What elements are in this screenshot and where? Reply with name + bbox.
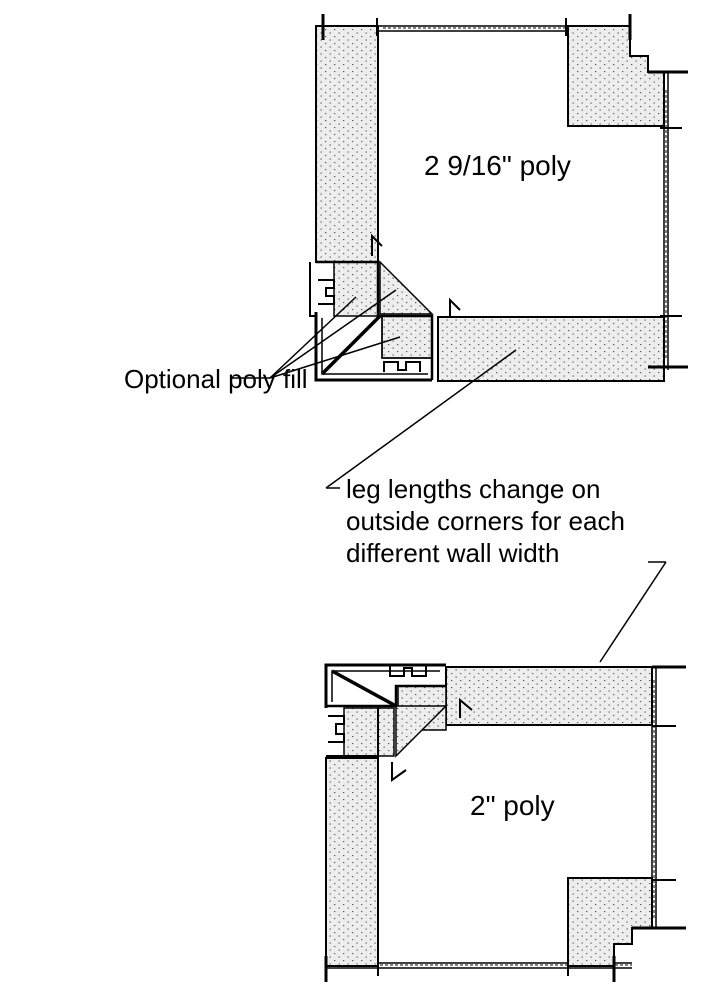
poly-fill-leader-1 — [269, 296, 357, 379]
note-line-3: different wall width — [346, 538, 559, 568]
top-right-foam-block — [567, 25, 665, 127]
right-flag-arrow — [449, 297, 461, 318]
bottom-extrusion-web — [326, 684, 446, 708]
note-line-1: leg lengths change on — [346, 474, 600, 504]
bottom-extrusion-web-lower — [326, 706, 379, 757]
upper-flag-arrow — [371, 233, 383, 256]
top-panel-label: 2 9/16" poly — [424, 150, 571, 181]
bottom-poly-fill-triangle — [395, 705, 448, 758]
poly-fill-lower — [381, 315, 433, 359]
corner-diagonal-brace — [320, 314, 382, 376]
bottom-clip-hook — [383, 361, 421, 372]
extrusion-pocket — [381, 316, 432, 359]
top-left-foam-panel — [315, 25, 379, 263]
bottom-right-flag-arrow — [459, 697, 473, 718]
bottom-diagonal-brace — [331, 669, 397, 708]
bottom-lower-flag-arrow — [391, 762, 407, 782]
note-leader-top — [325, 349, 517, 489]
note-leader-bottom — [599, 561, 667, 663]
bottom-poly-fill-left — [343, 707, 395, 757]
extrusion-web — [316, 260, 434, 380]
poly-fill-triangle — [379, 260, 434, 315]
left-clip-hook — [318, 279, 335, 305]
bottom-top-clip-hook — [389, 666, 427, 677]
note-leaders — [325, 349, 667, 663]
note-line-2: outside corners for each — [346, 506, 625, 536]
poly-fill-leader-2 — [269, 289, 397, 379]
poly-fill-leader-3 — [269, 336, 401, 379]
bottom-top-foam-panel — [445, 666, 653, 726]
bottom-extrusion-outer — [324, 663, 446, 708]
extrusion-left-flange — [309, 262, 316, 317]
poly-fill-label: Optional poly fill — [124, 364, 308, 394]
bottom-left-foam-panel — [325, 757, 379, 967]
bottom-corner-detail — [324, 663, 686, 982]
bottom-right-foam-block — [567, 877, 653, 967]
top-corner-detail — [232, 14, 688, 382]
bottom-left-clip-hook — [328, 715, 345, 743]
bottom-right-foam-panel — [437, 316, 665, 382]
bottom-panel-label: 2" poly — [470, 790, 555, 821]
